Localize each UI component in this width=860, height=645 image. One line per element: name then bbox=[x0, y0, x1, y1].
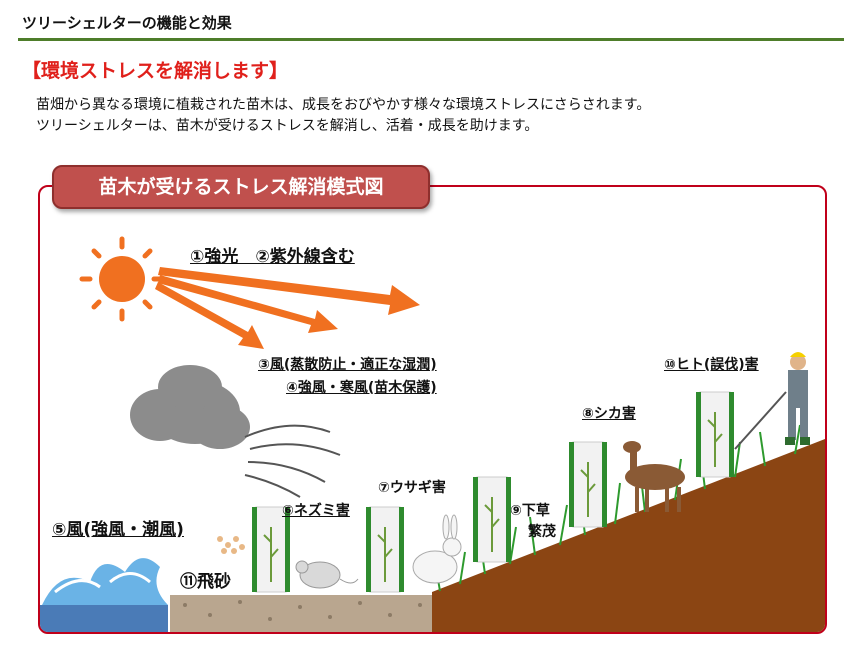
worker-icon bbox=[734, 352, 810, 450]
diagram-scene bbox=[40, 236, 825, 632]
gravel-ground-icon bbox=[170, 595, 432, 632]
flying-sand-icon bbox=[217, 536, 245, 554]
label-sea-wind: ⑤風(強風・潮風) bbox=[52, 520, 184, 540]
slope-soil-icon bbox=[432, 439, 825, 632]
label-light-uv: ①強光 ②紫外線含む bbox=[190, 247, 355, 267]
wave-icon bbox=[42, 558, 168, 605]
sun-icon bbox=[79, 236, 165, 322]
tree-shelter-4 bbox=[569, 441, 607, 528]
intro-line-2: ツリーシェルターは、苗木が受けるストレスを解消し、活着・成長を助けます。 bbox=[36, 118, 539, 134]
label-mouse-damage: ⑥ネズミ害 bbox=[282, 503, 350, 519]
water-icon bbox=[40, 605, 168, 632]
stress-diagram: ①強光 ②紫外線含む ③風(蒸散防止・適正な湿潤) ④強風・寒風(苗木保護) ⑤… bbox=[38, 185, 827, 634]
label-weeds-2: 繁茂 bbox=[528, 524, 556, 540]
sunlight-arrows bbox=[155, 267, 420, 349]
section-title: 【環境ストレスを解消します】 bbox=[22, 60, 289, 82]
label-strong-wind: ④強風・寒風(苗木保護) bbox=[286, 380, 437, 396]
label-deer-damage: ⑧シカ害 bbox=[582, 406, 636, 422]
label-wind-moisture: ③風(蒸散防止・適正な湿潤) bbox=[258, 357, 437, 373]
tree-shelter-3 bbox=[473, 476, 511, 563]
label-rabbit-damage: ⑦ウサギ害 bbox=[378, 480, 446, 496]
tree-shelter-1 bbox=[252, 506, 290, 593]
intro-line-1: 苗畑から異なる環境に植栽された苗木は、成長をおびやかす様々な環境ストレスにさらさ… bbox=[36, 97, 651, 113]
label-weeds-1: ⑨下草 bbox=[510, 503, 550, 519]
page-header-title: ツリーシェルターの機能と効果 bbox=[22, 14, 232, 32]
wind-cloud-icon bbox=[130, 365, 250, 449]
rabbit-icon bbox=[412, 514, 462, 584]
diagram-title: 苗木が受けるストレス解消模式図 bbox=[52, 165, 430, 209]
deer-icon bbox=[623, 441, 685, 512]
intro-text: 苗畑から異なる環境に植栽された苗木は、成長をおびやかす様々な環境ストレスにさらさ… bbox=[36, 95, 650, 137]
tree-shelter-2 bbox=[366, 506, 404, 593]
label-human-damage: ⑩ヒト(誤伐)害 bbox=[664, 357, 759, 373]
tree-shelter-5 bbox=[696, 391, 734, 478]
header-divider bbox=[18, 38, 844, 41]
label-flying-sand: ⑪飛砂 bbox=[180, 572, 231, 592]
mouse-icon bbox=[295, 560, 359, 589]
